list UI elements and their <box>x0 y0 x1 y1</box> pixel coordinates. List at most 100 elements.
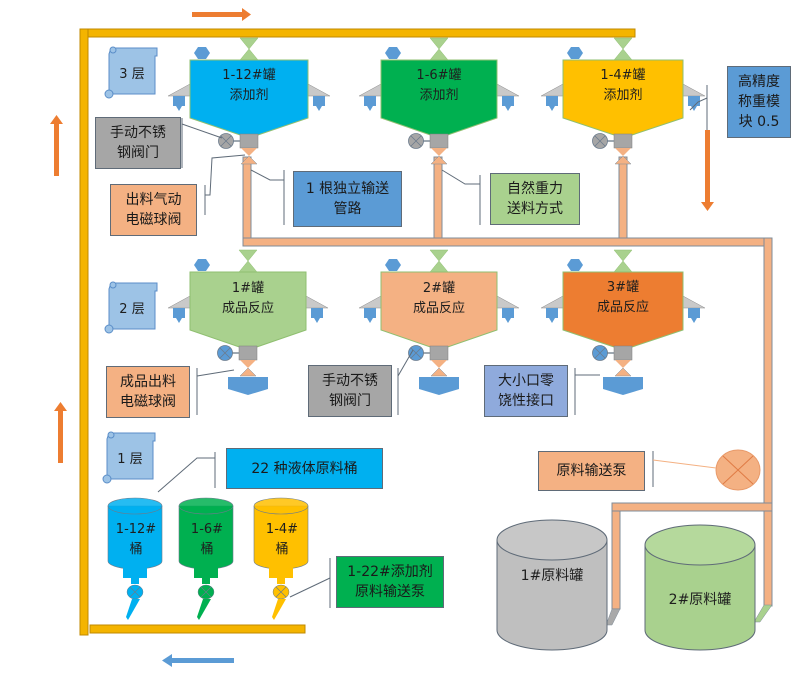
load-cell-icon <box>502 96 514 106</box>
load-cell-bracket-icon <box>167 295 191 309</box>
load-cell-bracket-icon <box>358 295 382 309</box>
outlet-block <box>239 133 259 149</box>
floor3-tank-2[interactable] <box>358 37 520 165</box>
floor3-label: 3 层 <box>119 66 145 82</box>
drum-feed-line <box>197 599 211 620</box>
load-cell-bracket-icon <box>682 83 706 97</box>
level-sensor-icon <box>194 47 210 59</box>
load-cell-icon <box>173 96 185 106</box>
outlet-valve-icon <box>240 155 258 165</box>
load-cell-bracket-icon <box>496 83 520 97</box>
load-cell-arrow-icon <box>314 318 320 323</box>
level-sensor-icon <box>385 259 401 271</box>
floor3-tank-1[interactable] <box>167 37 331 165</box>
outlet-block <box>429 133 449 149</box>
floor2-scroll: 2 层 <box>103 279 161 335</box>
floor2-tank-2[interactable] <box>358 249 520 395</box>
level-sensor-icon <box>567 47 583 59</box>
inlet-valve-icon <box>239 37 259 50</box>
drum-outlet <box>194 566 218 578</box>
level-sensor-icon <box>567 259 583 271</box>
drum-top <box>178 497 234 515</box>
load-cell-bracket-icon <box>540 83 564 97</box>
floor2-tank-3-label: 3#罐成品反应 <box>596 280 649 315</box>
load-cell-icon <box>502 308 514 318</box>
level-sensor-icon <box>385 47 401 59</box>
load-cell-bracket-icon <box>682 295 706 309</box>
tank-body <box>562 271 684 351</box>
ball-valve-icon <box>218 133 234 149</box>
outlet-block <box>613 133 633 149</box>
callout-liquid-drums: 22 种液体原料桶 <box>226 448 383 489</box>
main-pipe-loop <box>79 28 636 636</box>
outlet-valve-icon <box>615 148 631 156</box>
load-cell-bracket-icon <box>358 83 382 97</box>
floor3-tank-2-label: 1-6#罐添加剂 <box>416 68 462 103</box>
drum-pump-icon <box>197 584 215 600</box>
load-cell-arrow-icon <box>505 106 511 111</box>
callout-leaders <box>157 85 717 608</box>
drum-2[interactable] <box>178 497 234 620</box>
drum-pump-icon <box>272 584 290 600</box>
inlet-valve-icon <box>239 48 259 61</box>
drum-3[interactable] <box>253 497 309 620</box>
outlet-block <box>238 345 258 361</box>
drum-outlet <box>269 566 293 578</box>
load-cell-arrow-icon <box>176 106 182 111</box>
load-cell-bracket-icon <box>540 295 564 309</box>
floor2-tanks <box>167 249 706 395</box>
callout-interface: 大小口零饶性接口 <box>484 365 568 417</box>
floor3-scroll: 3 层 <box>103 44 161 100</box>
outlet-block <box>429 345 449 361</box>
inlet-valve-icon <box>613 48 633 61</box>
drum-1[interactable] <box>107 497 163 620</box>
outlet-valve-icon <box>431 360 447 368</box>
callout-raw-pump: 原料输送泵 <box>538 451 645 491</box>
tank-body <box>189 271 307 351</box>
flow-arrow-down <box>701 130 714 211</box>
callout-product-valve: 成品出料电磁球阀 <box>106 366 190 418</box>
inlet-valve-icon <box>429 37 449 50</box>
floor1-scroll: 1 层 <box>101 429 159 485</box>
outlet-valve-icon <box>239 367 257 377</box>
floor2-tank-1[interactable] <box>167 249 329 395</box>
flow-arrow-up-lower <box>54 402 67 463</box>
callout-manual-valve-3f: 手动不锈钢阀门 <box>95 117 181 169</box>
inlet-valve-icon <box>613 249 633 262</box>
outlet-valve-icon <box>240 360 256 368</box>
callout-independent-pipe: 1 根独立输送管路 <box>293 171 402 227</box>
floor2-tank-3[interactable] <box>540 249 706 395</box>
inlet-valve-icon <box>429 48 449 61</box>
inlet-valve-icon <box>238 249 258 262</box>
discharge-hopper-icon <box>228 377 268 395</box>
load-cell-icon <box>173 308 185 318</box>
discharge-hopper-icon <box>603 377 643 395</box>
drum-3-label: 1-4#桶 <box>265 522 299 557</box>
floor3-tank-3[interactable] <box>540 37 706 165</box>
outlet-block <box>613 345 633 361</box>
ball-valve-icon <box>408 133 424 149</box>
drum-top <box>107 497 163 515</box>
callout-weighing-module: 高精度称重模块 0.5 <box>727 66 791 138</box>
inlet-valve-icon <box>429 249 449 262</box>
raw-pump-icon[interactable] <box>715 449 761 491</box>
callout-manual-valve-2f: 手动不锈钢阀门 <box>308 365 392 417</box>
callout-gravity-feed: 自然重力送料方式 <box>490 173 580 225</box>
floor3-tanks <box>167 37 706 165</box>
outlet-valve-icon <box>431 148 447 156</box>
flow-arrow-right <box>192 8 251 21</box>
callout-pneumatic-valve: 出料气动电磁球阀 <box>110 184 197 236</box>
raw-tank-2[interactable] <box>644 524 756 651</box>
load-cell-arrow-icon <box>549 106 555 111</box>
load-cell-arrow-icon <box>367 318 373 323</box>
load-cell-icon <box>311 308 323 318</box>
outlet-valve-icon <box>614 155 632 165</box>
load-cell-bracket-icon <box>307 83 331 97</box>
inlet-valve-icon <box>238 260 258 273</box>
drum-pump-icon <box>126 584 144 600</box>
load-cell-icon <box>364 308 376 318</box>
raw-tank-1[interactable] <box>496 519 608 651</box>
load-cell-arrow-icon <box>505 318 511 323</box>
outlet-valve-icon <box>614 367 632 377</box>
